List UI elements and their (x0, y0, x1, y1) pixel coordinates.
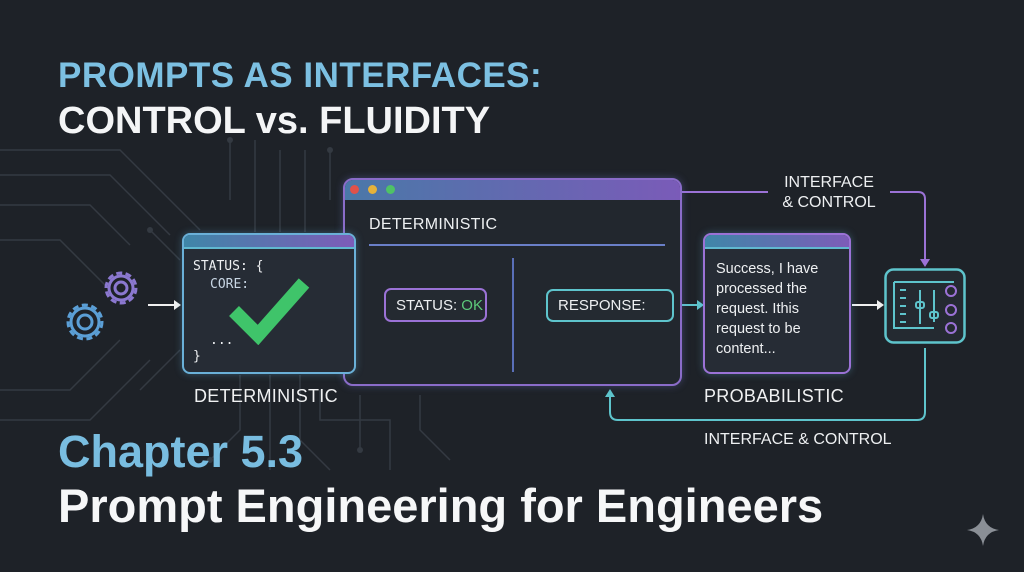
code-line: ... (210, 333, 234, 348)
top-loop-label: INTERFACE & CONTROL (768, 173, 890, 213)
code-card: STATUS: { CORE: ... } (182, 233, 356, 374)
minimize-dot-icon (368, 185, 377, 194)
top-loop-label-line1: INTERFACE (784, 174, 874, 191)
chapter-subtitle: Prompt Engineering for Engineers (58, 479, 824, 532)
probabilistic-card: Success, I have processed the request. I… (703, 233, 851, 374)
arrowhead-icon (920, 259, 930, 267)
gears-icon (66, 271, 138, 341)
card-header (184, 235, 354, 249)
code-line: } (193, 349, 201, 364)
window-titlebar (345, 180, 680, 200)
maximize-dot-icon (386, 185, 395, 194)
column-divider (512, 258, 514, 372)
card-header (705, 235, 849, 249)
response-box: RESPONSE: (546, 289, 674, 322)
arrowhead-icon (697, 300, 704, 310)
sparkle-icon (967, 514, 999, 546)
bottom-loop-line (609, 348, 926, 421)
checkmark-icon (229, 278, 310, 345)
chapter-number: Chapter 5.3 (58, 426, 304, 477)
response-label: RESPONSE: (558, 297, 646, 314)
top-loop-line (890, 191, 926, 262)
status-box: STATUS: OK (384, 288, 487, 322)
status-key: STATUS: (396, 296, 458, 314)
title-line-2: CONTROL vs. FLUIDITY (58, 100, 491, 142)
top-loop-label-line2: & CONTROL (782, 194, 876, 211)
bottom-loop-label: INTERFACE & CONTROL (704, 431, 892, 448)
response-text: Success, I have processed the request. I… (716, 261, 819, 357)
probabilistic-caption: PROBABILISTIC (704, 386, 844, 406)
arrowhead-icon (877, 300, 884, 310)
title-line-1: PROMPTS AS INTERFACES: (58, 56, 543, 95)
deterministic-window: DETERMINISTIC (343, 178, 682, 386)
close-dot-icon (350, 185, 359, 194)
status-value: OK (461, 296, 483, 314)
code-line: STATUS: { (193, 259, 264, 274)
code-line: CORE: (210, 277, 250, 292)
arrowhead-icon (174, 300, 181, 310)
arrowhead-icon (605, 389, 615, 397)
deterministic-caption: DETERMINISTIC (194, 386, 338, 406)
control-panel-icon (884, 268, 966, 344)
heading-divider (369, 244, 665, 246)
window-heading: DETERMINISTIC (369, 216, 498, 233)
